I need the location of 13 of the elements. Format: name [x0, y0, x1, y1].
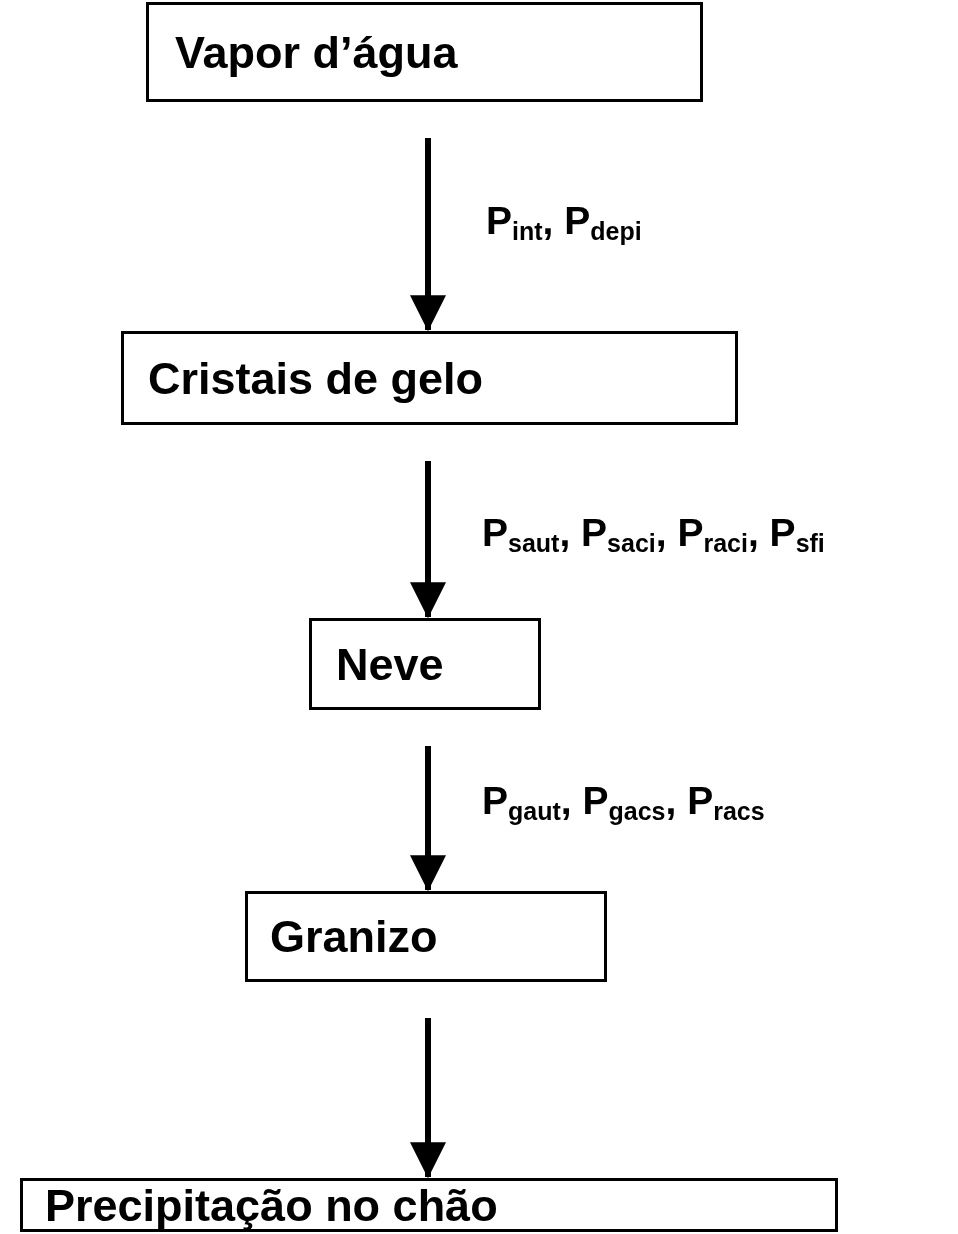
box-label: Vapor d’água: [175, 29, 458, 75]
box-label: Cristais de gelo: [148, 355, 484, 401]
arrow: [410, 746, 446, 892]
process-box: [245, 891, 607, 982]
process-box: [20, 1178, 838, 1232]
arrow: [410, 461, 446, 619]
process-box: [309, 618, 541, 710]
box-label: Granizo: [270, 914, 438, 959]
process-box: [146, 2, 703, 102]
process-box: [121, 331, 738, 425]
box-label: Precipitação no chão: [45, 1182, 498, 1228]
arrow: [410, 138, 446, 332]
box-label: Neve: [336, 641, 444, 687]
